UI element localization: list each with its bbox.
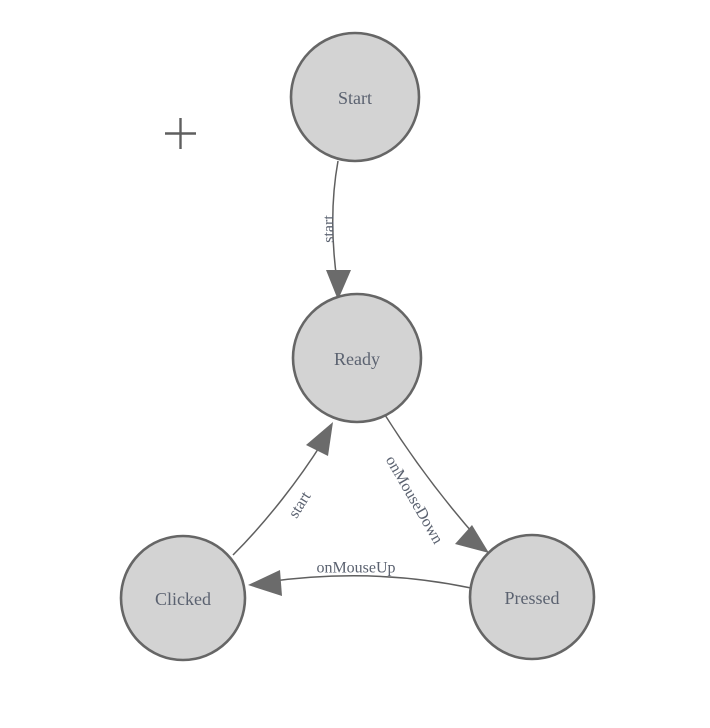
edge-path-ready-to-pressed	[384, 414, 479, 540]
edge-label-start-to-ready: start	[321, 215, 338, 243]
node-clicked[interactable]: Clicked	[119, 534, 247, 662]
node-label-pressed: Pressed	[505, 588, 560, 608]
edge-path-pressed-to-clicked	[265, 575, 472, 589]
node-circle-ready[interactable]	[291, 292, 423, 424]
edge-start-to-ready[interactable]: start	[321, 160, 352, 300]
node-circle-start[interactable]	[289, 31, 421, 163]
edge-label-ready-to-pressed: onMouseDown	[382, 453, 446, 547]
edge-pressed-to-clicked[interactable]: onMouseUp	[248, 560, 472, 597]
node-label-clicked: Clicked	[155, 589, 211, 609]
node-label-ready: Ready	[334, 349, 380, 369]
arrowhead-into-ready-top	[326, 270, 351, 300]
edge-label-pressed-to-clicked: onMouseUp	[316, 560, 395, 577]
crosshair-icon	[165, 118, 196, 149]
arrowhead-into-pressed	[455, 525, 489, 553]
node-pressed[interactable]: Pressed	[468, 533, 596, 661]
edge-path-clicked-to-ready	[232, 442, 323, 556]
node-label-start: Start	[338, 88, 372, 108]
edge-clicked-to-ready[interactable]: start	[232, 422, 333, 556]
node-start[interactable]: Start	[289, 31, 421, 163]
node-circle-pressed[interactable]	[468, 533, 596, 661]
arrowhead-into-ready-bottom	[306, 422, 333, 456]
edge-label-clicked-to-ready: start	[285, 488, 314, 521]
node-circle-clicked[interactable]	[119, 534, 247, 662]
edge-path-start-to-ready	[331, 160, 339, 282]
arrowhead-into-clicked	[248, 570, 282, 596]
edge-ready-to-pressed[interactable]: onMouseDown	[382, 414, 489, 553]
node-ready[interactable]: Ready	[291, 292, 423, 424]
